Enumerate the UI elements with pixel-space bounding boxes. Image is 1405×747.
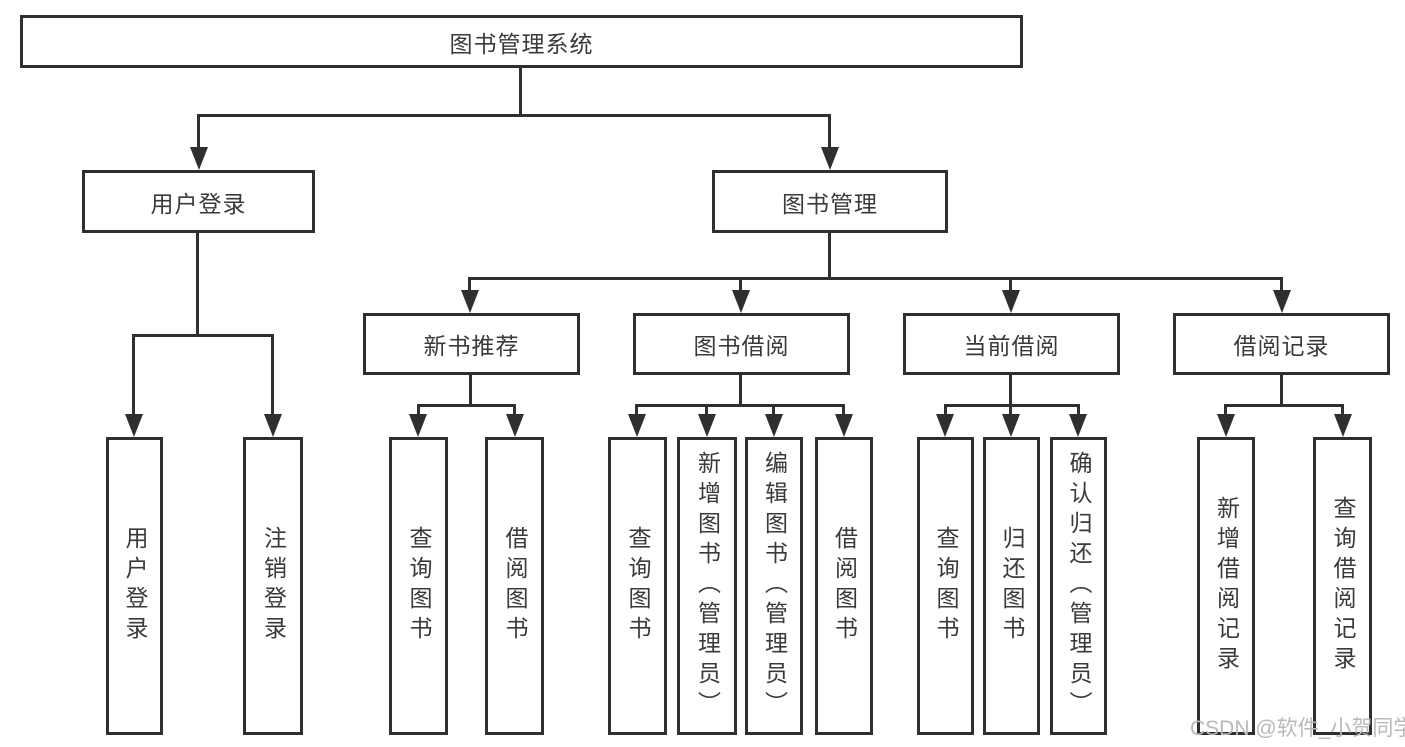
connector-line [1341, 404, 1344, 419]
connector-line [635, 404, 844, 407]
connector-line [944, 404, 1080, 407]
arrowhead-down-icon [835, 414, 853, 437]
arrowhead-down-icon [698, 414, 716, 437]
connector-line [635, 404, 638, 419]
node-label: 新增借阅记录 [1213, 496, 1240, 676]
node-leaf-logout: 注销登录 [243, 437, 303, 735]
arrowhead-down-icon [732, 290, 750, 313]
arrowhead-down-icon [1002, 290, 1020, 313]
node-current-borrow: 当前借阅 [903, 313, 1120, 375]
connector-line [739, 277, 742, 295]
arrowhead-down-icon [628, 414, 646, 437]
connector-line [1224, 404, 1227, 419]
node-leaf-borrow-borrow: 借阅图书 [815, 437, 873, 735]
arrowhead-down-icon [765, 414, 783, 437]
connector-line [417, 404, 420, 419]
arrowhead-down-icon [190, 147, 208, 170]
node-new-book-recommend: 新书推荐 [363, 313, 580, 375]
node-label: 用户登录 [150, 190, 247, 217]
arrowhead-down-icon [506, 414, 524, 437]
arrowhead-down-icon [1273, 290, 1291, 313]
node-leaf-current-return: 归还图书 [983, 437, 1040, 735]
connector-line [772, 404, 775, 419]
node-leaf-newbooks-query: 查询图书 [389, 437, 448, 735]
connector-line [197, 114, 200, 150]
connector-line [1224, 404, 1344, 407]
arrowhead-down-icon [1002, 414, 1020, 437]
node-leaf-borrow-edit-admin: 编辑图书（管理员） [745, 437, 803, 735]
node-label: 图书管理系统 [449, 30, 594, 57]
arrowhead-down-icon [1069, 414, 1087, 437]
node-label: 当前借阅 [963, 333, 1060, 359]
node-leaf-user-login: 用户登录 [106, 437, 163, 735]
node-label: 确认归还（管理员） [1066, 451, 1092, 721]
connector-line [705, 404, 708, 419]
connector-line [519, 68, 522, 116]
arrowhead-down-icon [264, 414, 282, 437]
arrowhead-down-icon [125, 414, 143, 437]
node-leaf-current-query: 查询图书 [917, 437, 974, 735]
node-label: 新书推荐 [423, 333, 520, 359]
connector-line [1009, 277, 1012, 295]
node-borrow-records: 借阅记录 [1173, 313, 1390, 375]
connector-line [1280, 277, 1283, 295]
node-book-management: 图书管理 [712, 170, 948, 233]
node-label: 图书管理 [782, 190, 878, 217]
connector-line [828, 114, 831, 150]
connector-line [1009, 375, 1012, 406]
node-label: 注销登录 [260, 526, 287, 646]
node-label: 借阅图书 [831, 526, 858, 646]
node-user-login: 用户登录 [82, 170, 315, 233]
node-leaf-borrow-query: 查询图书 [608, 437, 667, 735]
node-label: 图书借阅 [693, 333, 790, 359]
connector-line [944, 404, 947, 419]
connector-line [196, 233, 199, 336]
node-label: 编辑图书（管理员） [761, 451, 788, 721]
arrowhead-down-icon [1217, 414, 1235, 437]
connector-line [1009, 404, 1012, 419]
watermark: CSDN @软件_小贺同学 [1190, 717, 1405, 740]
connector-line [469, 277, 1283, 280]
node-label: 借阅记录 [1233, 333, 1330, 359]
node-root-system: 图书管理系统 [20, 15, 1023, 68]
node-leaf-newbooks-borrow: 借阅图书 [485, 437, 544, 735]
arrowhead-down-icon [936, 414, 954, 437]
connector-line [1280, 375, 1283, 406]
node-label: 查询图书 [406, 526, 432, 646]
connector-line [132, 334, 274, 337]
connector-line [1077, 404, 1080, 419]
arrowhead-down-icon [821, 147, 839, 170]
node-book-borrow: 图书借阅 [633, 313, 850, 375]
node-label: 用户登录 [122, 526, 148, 646]
arrowhead-down-icon [461, 290, 479, 313]
connector-line [417, 404, 516, 407]
connector-line [271, 334, 274, 419]
arrowhead-down-icon [1334, 414, 1352, 437]
connector-line [132, 334, 135, 419]
connector-line [468, 277, 471, 295]
node-label: 查询图书 [933, 526, 959, 646]
connector-line [469, 375, 472, 406]
connector-line [513, 404, 516, 419]
node-label: 查询图书 [625, 526, 651, 646]
connector-line [197, 114, 831, 117]
node-label: 新增图书（管理员） [694, 451, 721, 721]
node-leaf-borrow-add-admin: 新增图书（管理员） [677, 437, 737, 735]
node-label: 查询借阅记录 [1330, 496, 1356, 676]
node-leaf-records-query: 查询借阅记录 [1313, 437, 1372, 735]
connector-line [739, 375, 742, 406]
node-leaf-current-confirm-admin: 确认归还（管理员） [1050, 437, 1107, 735]
node-label: 借阅图书 [502, 526, 528, 646]
node-label: 归还图书 [999, 526, 1025, 646]
node-leaf-records-add: 新增借阅记录 [1197, 437, 1255, 735]
connector-line [828, 232, 831, 279]
connector-line [842, 404, 845, 419]
arrowhead-down-icon [409, 414, 427, 437]
